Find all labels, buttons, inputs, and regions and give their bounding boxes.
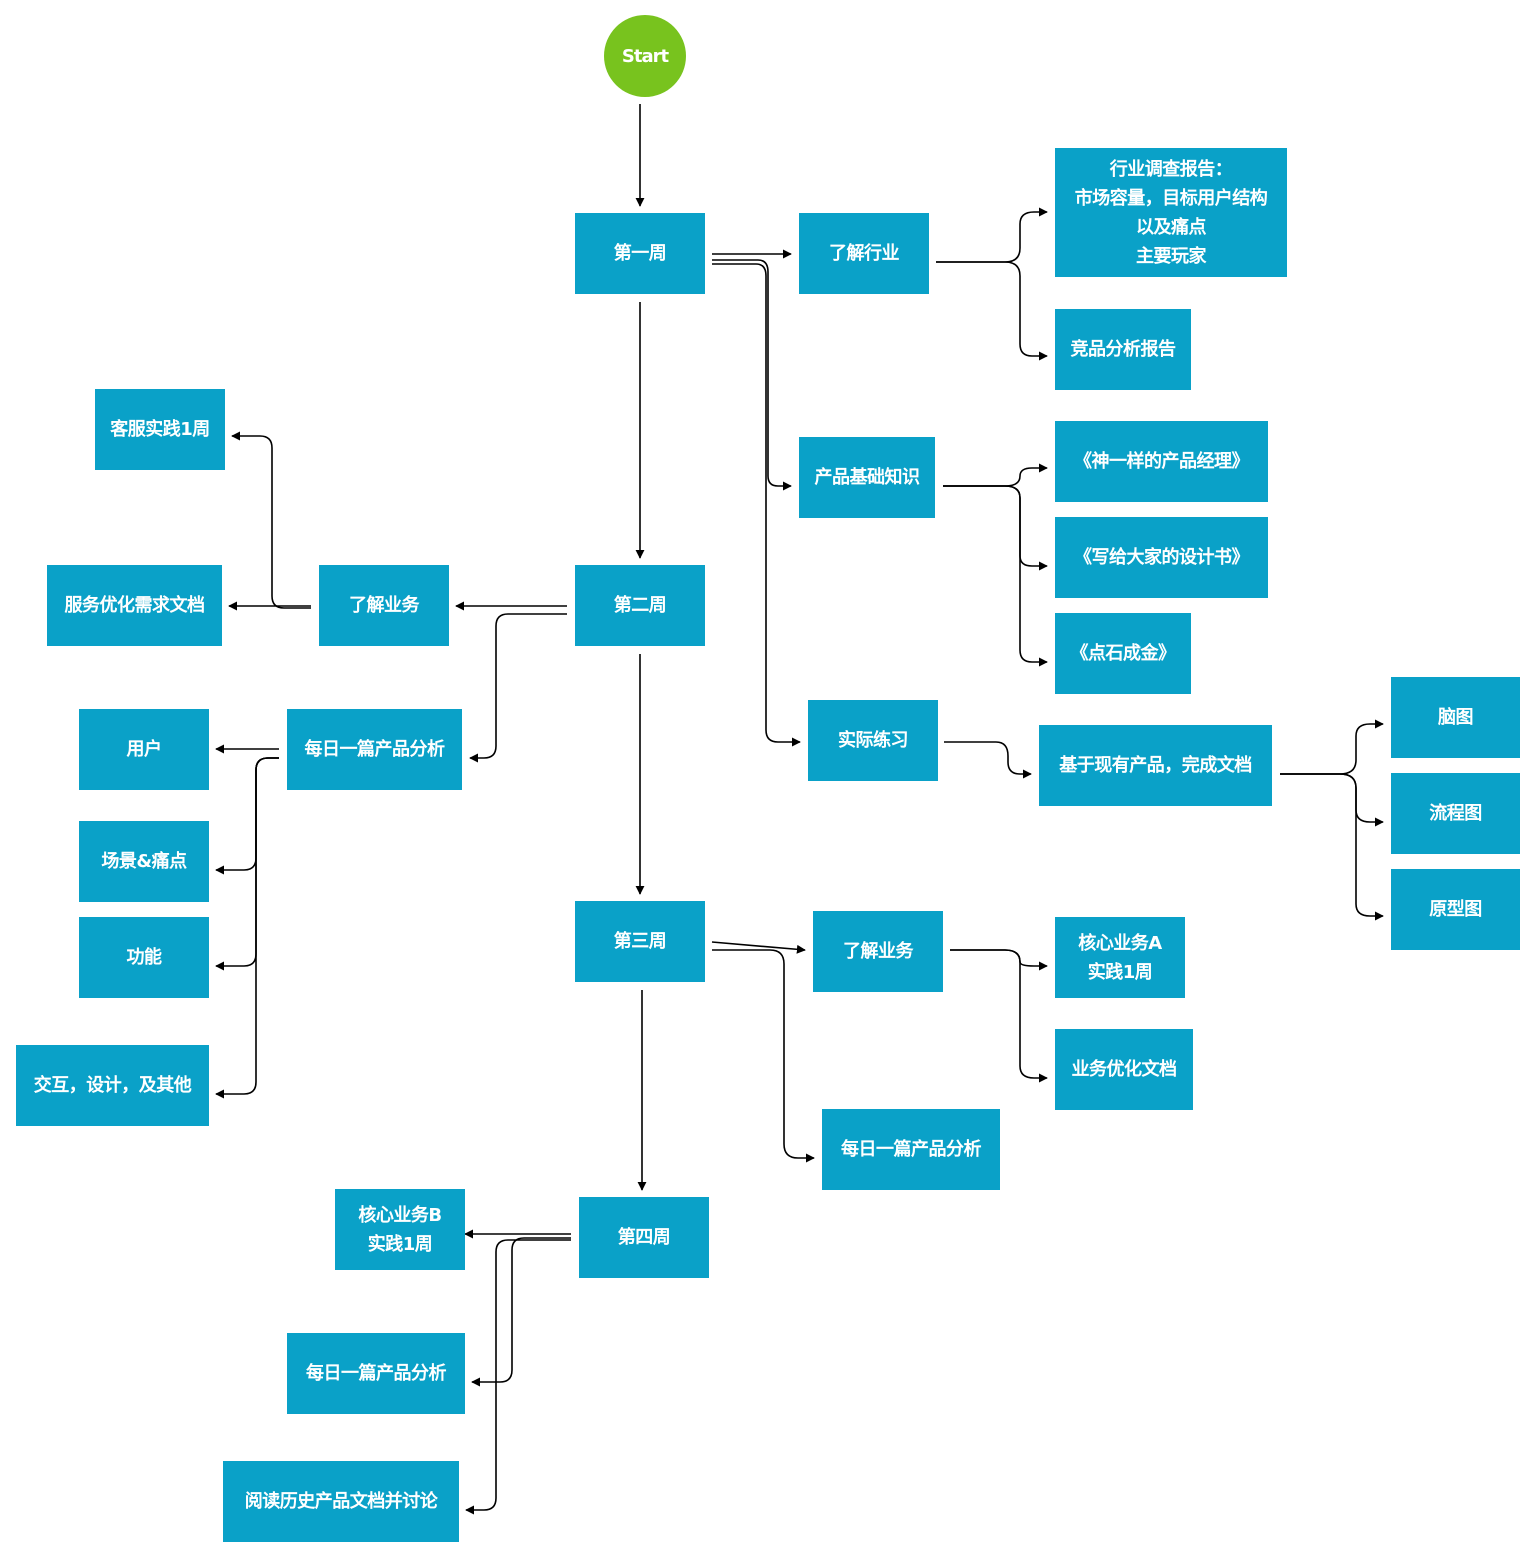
week4-node[interactable]: 第四周 (579, 1197, 709, 1278)
edge-daily-other (215, 757, 279, 1099)
book-1-node[interactable]: 《神一样的产品经理》 (1055, 421, 1268, 502)
history-docs-node[interactable]: 阅读历史产品文档并讨论 (223, 1461, 459, 1542)
edge-basics-book3 (943, 485, 1048, 667)
flowchart-node[interactable]: 流程图 (1391, 773, 1520, 854)
competitor-report-node[interactable]: 竞品分析报告 (1055, 309, 1191, 390)
product-basics-node[interactable]: 产品基础知识 (799, 437, 935, 518)
book-3-node[interactable]: 《点石成金》 (1055, 613, 1191, 694)
customer-service-node[interactable]: 客服实践1周 (95, 389, 225, 470)
edge-industry-competitor (936, 261, 1048, 361)
prototype-node[interactable]: 原型图 (1391, 869, 1520, 950)
core-business-b-node[interactable]: 核心业务B 实践1周 (335, 1189, 465, 1270)
service-doc-node[interactable]: 服务优化需求文档 (47, 565, 222, 646)
edge-w4-daily (471, 1237, 571, 1387)
daily-analysis-w2-node[interactable]: 每日一篇产品分析 (287, 709, 462, 790)
edge-basics-book2 (943, 485, 1048, 571)
scene-pain-node[interactable]: 场景&痛点 (79, 821, 209, 902)
edge-basics-book1 (943, 463, 1048, 487)
industry-report-node[interactable]: 行业调查报告： 市场容量，目标用户结构 以及痛点 主要玩家 (1055, 148, 1287, 277)
edge-w3-daily (712, 949, 815, 1163)
practice-node[interactable]: 实际练习 (808, 700, 938, 781)
edge-business-cs (231, 431, 311, 609)
edge-w1-basics (712, 259, 792, 491)
understand-business-w3-node[interactable]: 了解业务 (813, 911, 943, 992)
edge-w3-business (711, 941, 806, 954)
week3-node[interactable]: 第三周 (575, 901, 705, 982)
understand-business-w2-node[interactable]: 了解业务 (319, 565, 449, 646)
feature-node[interactable]: 功能 (79, 917, 209, 998)
edge-business-opt (950, 949, 1048, 1083)
daily-analysis-w3-node[interactable]: 每日一篇产品分析 (822, 1109, 1000, 1190)
edge-doc-flow (1280, 773, 1384, 827)
complete-doc-node[interactable]: 基于现有产品，完成文档 (1039, 725, 1272, 806)
interaction-design-node[interactable]: 交互，设计，及其他 (16, 1045, 209, 1126)
edge-doc-mindmap (1280, 719, 1384, 775)
edge-w1-practice (712, 263, 801, 747)
week1-node[interactable]: 第一周 (575, 213, 705, 294)
edge-daily-scene (215, 757, 279, 875)
book-2-node[interactable]: 《写给大家的设计书》 (1055, 517, 1268, 598)
edge-practice-doc (944, 741, 1032, 779)
user-node[interactable]: 用户 (79, 709, 209, 790)
edge-doc-proto (1280, 773, 1384, 921)
edge-industry-report (936, 207, 1048, 263)
edge-business-coreA (950, 949, 1048, 971)
edge-daily-feature (215, 757, 279, 971)
week2-node[interactable]: 第二周 (575, 565, 705, 646)
business-optimization-doc-node[interactable]: 业务优化文档 (1055, 1029, 1193, 1110)
edge-w4-history (465, 1239, 571, 1515)
daily-analysis-w4-node[interactable]: 每日一篇产品分析 (287, 1333, 465, 1414)
core-business-a-node[interactable]: 核心业务A 实践1周 (1055, 917, 1185, 998)
mindmap-node[interactable]: 脑图 (1391, 677, 1520, 758)
understand-industry-node[interactable]: 了解行业 (799, 213, 929, 294)
start-node[interactable]: Start (604, 15, 686, 97)
edge-w2-daily (469, 613, 567, 763)
